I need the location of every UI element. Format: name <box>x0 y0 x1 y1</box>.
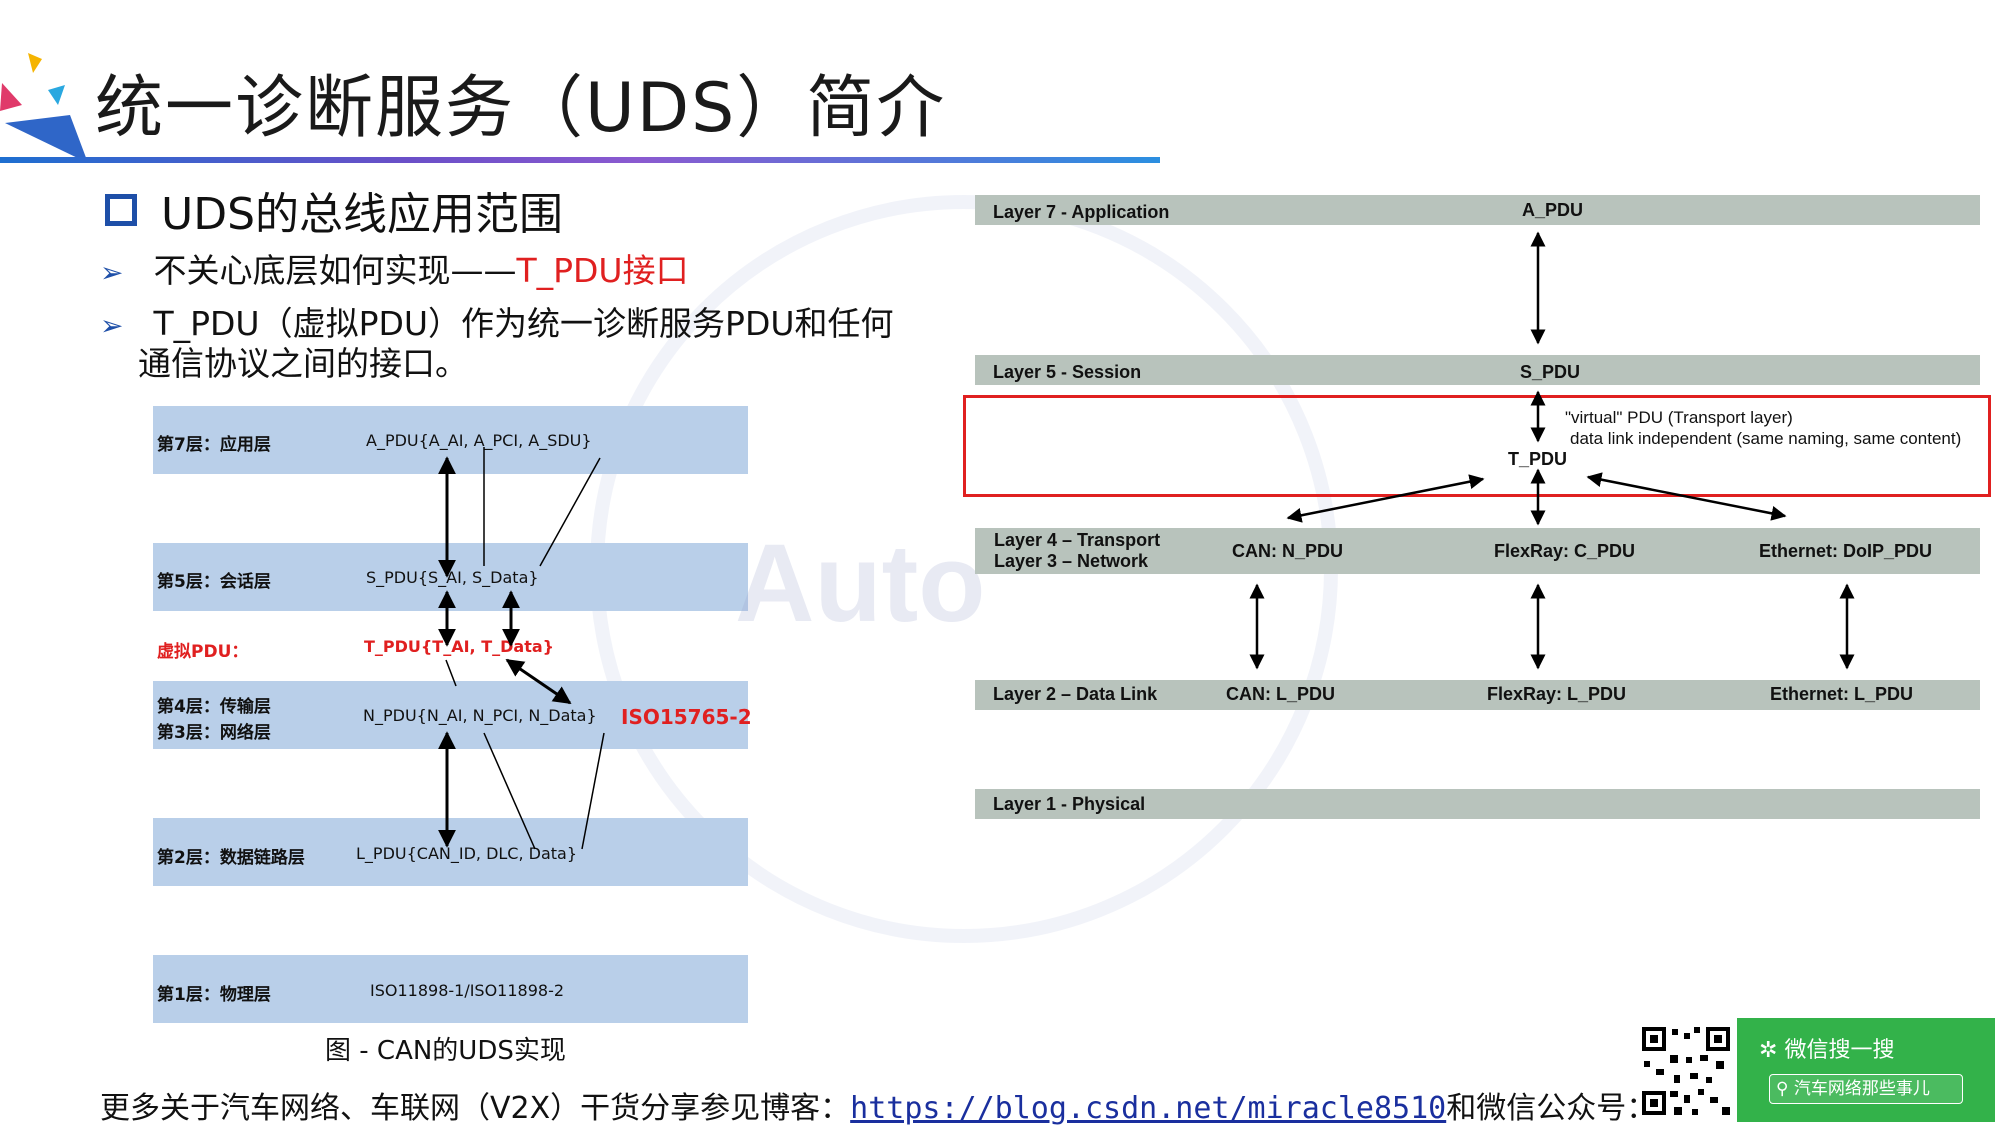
r-layer-5-name: Layer 5 - Session <box>993 362 1142 382</box>
footer-prefix: 更多关于汽车网络、车联网（V2X）干货分享参见博客： <box>100 1091 851 1126</box>
layer-4-label: 第4层：传输层 <box>157 697 271 717</box>
layer-2-bar <box>975 680 1980 710</box>
r-can-n-pdu: CAN: N_PDU <box>1232 541 1344 561</box>
r-can-l-pdu: CAN: L_PDU <box>1226 684 1336 704</box>
r-virtual-note-2: data link independent (same naming, same… <box>1570 429 1962 448</box>
section-heading-text: UDS的总线应用范围 <box>161 189 564 240</box>
bullet-1-text: 不关心底层如何实现—— <box>153 251 517 290</box>
wechat-logo-icon: ✲ <box>1759 1038 1778 1063</box>
footer-suffix: 和微信公众号： <box>1446 1091 1657 1126</box>
layer-band-1 <box>153 955 748 1023</box>
qr-code-icon <box>1640 1025 1732 1117</box>
bullet-2: ➢ T_PDU（虚拟PDU）作为统一诊断服务PDU和任何 <box>100 297 894 345</box>
figure-caption: 图 - CAN的UDS实现 <box>325 1036 566 1066</box>
arrow-bullet-icon: ➢ <box>100 256 124 289</box>
arrow-bullet-icon: ➢ <box>100 309 124 342</box>
r-ethernet-doip-pdu: Ethernet: DoIP_PDU <box>1759 541 1933 561</box>
r-t-pdu: T_PDU <box>1508 449 1568 469</box>
wechat-title-row: ✲ 微信搜一搜 <box>1759 1032 1894 1064</box>
r-layer-4-name: Layer 4 – Transport <box>994 530 1161 550</box>
section-heading: UDS的总线应用范围 <box>105 178 563 242</box>
watermark-text: Auto <box>735 522 986 645</box>
r-virtual-note-1: "virtual" PDU (Transport layer) <box>1565 408 1793 427</box>
bullet-1-highlight: T_PDU接口 <box>516 251 689 290</box>
r-layer-2-name: Layer 2 – Data Link <box>993 684 1158 704</box>
layer-1-standard: ISO11898-1/ISO11898-2 <box>370 981 565 1000</box>
r-layer-1-name: Layer 1 - Physical <box>993 794 1146 814</box>
r-ethernet-l-pdu: Ethernet: L_PDU <box>1770 684 1914 704</box>
r-layer-3-name: Layer 3 – Network <box>994 551 1149 571</box>
bullet-1: ➢ 不关心底层如何实现——T_PDU接口 <box>100 244 689 292</box>
layer-3-label: 第3层：网络层 <box>157 723 271 743</box>
wechat-label: 微信搜一搜 <box>1784 1038 1895 1063</box>
layer-1-label: 第1层：物理层 <box>157 985 271 1005</box>
layer-5-label: 第5层：会话层 <box>157 572 271 592</box>
layer-7-bar <box>975 195 1980 225</box>
blog-link[interactable]: https://blog.csdn.net/miracle8510 <box>850 1091 1447 1126</box>
r-a-pdu: A_PDU <box>1522 200 1584 220</box>
search-icon: ⚲ <box>1776 1079 1789 1099</box>
wechat-search-text: 汽车网络那些事儿 <box>1793 1079 1930 1099</box>
layer-5-bar <box>975 355 1980 385</box>
wechat-search-box[interactable]: ⚲ 汽车网络那些事儿 <box>1769 1074 1963 1104</box>
layer-4-3-bar <box>975 528 1980 574</box>
page-title: 统一诊断服务（UDS）简介 <box>95 69 947 148</box>
layer-2-label: 第2层：数据链路层 <box>157 848 305 868</box>
r-s-pdu: S_PDU <box>1520 362 1581 382</box>
bullet-2-line-1: T_PDU（虚拟PDU）作为统一诊断服务PDU和任何 <box>153 304 894 343</box>
iso15765-label: ISO15765-2 <box>621 705 752 729</box>
square-bullet-icon <box>105 194 137 226</box>
r-flexray-l-pdu: FlexRay: L_PDU <box>1487 684 1627 704</box>
r-flexray-c-pdu: FlexRay: C_PDU <box>1494 541 1636 561</box>
layer-2-pdu: L_PDU{CAN_ID, DLC, Data} <box>356 844 578 863</box>
virtual-pdu-label: 虚拟PDU： <box>157 642 249 662</box>
r-layer-7-name: Layer 7 - Application <box>993 202 1170 222</box>
layer-1-bar <box>975 789 1980 819</box>
logo-icon <box>0 53 87 160</box>
layer-4-3-pdu: N_PDU{N_AI, N_PCI, N_Data} <box>363 706 597 725</box>
layer-7-label: 第7层：应用层 <box>157 435 271 455</box>
footer-text: 更多关于汽车网络、车联网（V2X）干货分享参见博客：https://blog.c… <box>100 1083 1656 1127</box>
bullet-2-line-2: 通信协议之间的接口。 <box>138 344 468 383</box>
title-underline <box>0 157 1160 163</box>
layer-7-pdu: A_PDU{A_AI, A_PCI, A_SDU} <box>366 431 592 450</box>
wechat-search-card[interactable]: ✲ 微信搜一搜 ⚲ 汽车网络那些事儿 <box>1737 1018 1995 1122</box>
